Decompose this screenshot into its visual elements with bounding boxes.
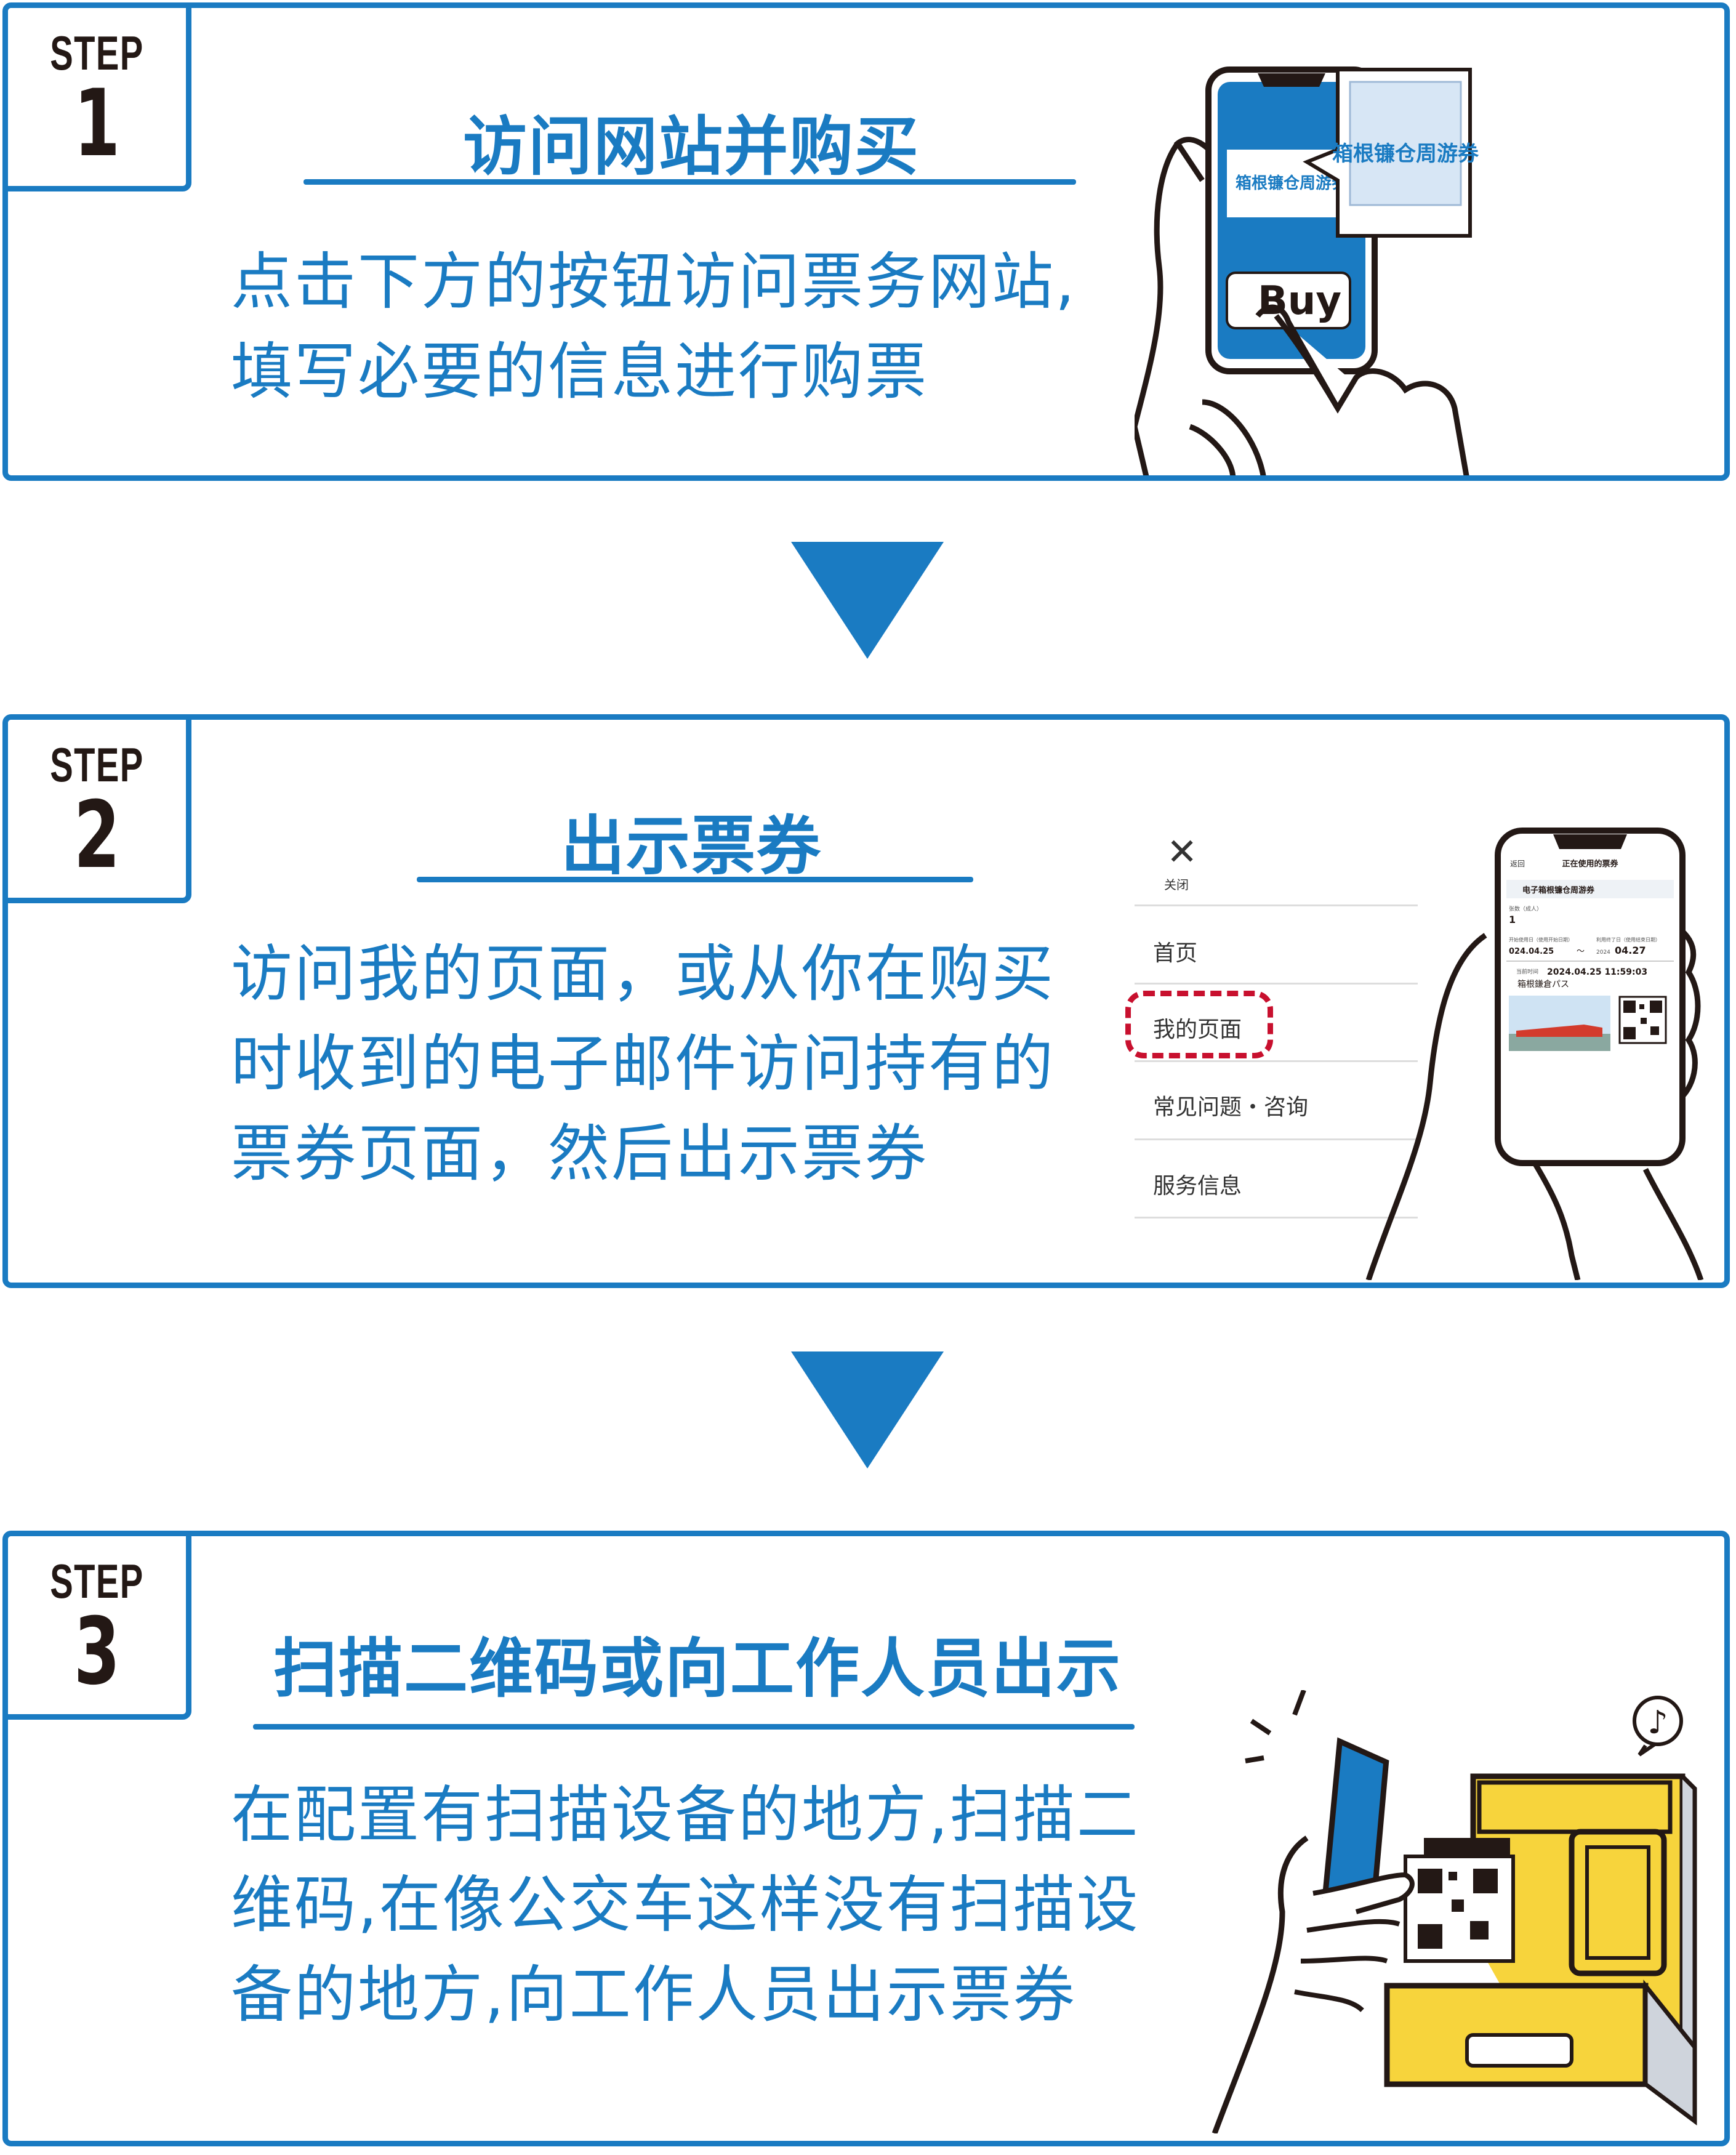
- step-label: STEP: [50, 1554, 144, 1608]
- end-date: 04.27: [1615, 945, 1646, 956]
- down-arrow-1: [791, 542, 944, 659]
- step-1-line-2: 填写必要的信息进行购票: [231, 336, 928, 408]
- step-2-line-2: 时收到的电子邮件访问持有的: [231, 1028, 1055, 1100]
- pass-name: 箱根鎌倉パス: [1517, 980, 1569, 989]
- step-2-title: 出示票券: [560, 808, 822, 884]
- step-1-badge: STEP 1: [8, 8, 191, 191]
- buy-button-label: Buy: [1258, 278, 1341, 324]
- step-1-line-1: 点击下方的按钮访问票务网站,: [231, 246, 1077, 318]
- back-link[interactable]: 返回: [1510, 860, 1525, 868]
- step-2-phone-illustration: 返回 正在使用的票券 电子箱根镰仓周游券 张数（成人） 1 开始使用日（使用开始…: [1365, 828, 1704, 1280]
- start-label: 开始使用日（使用开始日期）: [1509, 937, 1573, 943]
- music-note-icon: ♪: [1633, 1696, 1683, 1757]
- menu-item-service-info[interactable]: 服务信息: [1153, 1174, 1242, 1199]
- step-number: 3: [73, 1598, 121, 1706]
- step-label: STEP: [50, 26, 144, 80]
- close-icon[interactable]: ✕: [1167, 831, 1198, 874]
- my-page-highlight: [1125, 991, 1273, 1058]
- step-3-badge: STEP 3: [8, 1536, 191, 1720]
- step-3-scanner-illustration: ♪: [1212, 1690, 1697, 2133]
- step-2-line-3: 票券页面，然后出示票券: [231, 1118, 928, 1190]
- step-2-badge: STEP 2: [8, 720, 191, 903]
- down-arrow-2: [791, 1351, 944, 1468]
- end-label: 利用终了日（使用结束日期）: [1596, 937, 1660, 943]
- menu-item-faq[interactable]: 常见问题・咨询: [1153, 1095, 1309, 1120]
- step-3-line-3: 备的地方,向工作人员出示票券: [231, 1959, 1077, 2031]
- step-3-title: 扫描二维码或向工作人员出示: [273, 1631, 1122, 1706]
- step-1-phone-illustration: 箱根镰仓周游券 Buy 箱根镰仓周游券: [1135, 66, 1479, 475]
- close-label: 关闭: [1164, 877, 1189, 892]
- step-3-line-1: 在配置有扫描设备的地方,扫描二: [231, 1779, 1140, 1851]
- count-label: 张数（成人）: [1509, 905, 1542, 912]
- step-2-line-1: 访问我的页面，或从你在购买: [231, 938, 1055, 1010]
- menu-item-my-page[interactable]: 我的页面: [1153, 1017, 1242, 1042]
- step-2-title-underline: [417, 877, 973, 882]
- phone-header: 正在使用的票券: [1562, 859, 1618, 869]
- step-3-line-2: 维码,在像公交车这样没有扫描设: [231, 1869, 1140, 1941]
- count-value: 1: [1509, 914, 1516, 925]
- step-1-description: 点击下方的按钮访问票务网站, 填写必要的信息进行购票: [231, 237, 1077, 417]
- step-1-title-underline: [303, 179, 1076, 185]
- svg-text:♪: ♪: [1647, 1704, 1668, 1741]
- display-time: 2024.04.25 11:59:03: [1547, 967, 1647, 977]
- start-date: 024.04.25: [1509, 947, 1554, 956]
- step-3-title-underline: [253, 1724, 1135, 1730]
- step-3-description: 在配置有扫描设备的地方,扫描二 维码,在像公交车这样没有扫描设 备的地方,向工作…: [231, 1770, 1140, 2040]
- scan-qr-code: [1418, 1869, 1498, 1949]
- end-year: 2024: [1596, 949, 1610, 956]
- step-2-card: STEP 2 出示票券 访问我的页面，或从你在购买 时收到的电子邮件访问持有的 …: [2, 714, 1730, 1288]
- step-label: STEP: [50, 738, 144, 792]
- time-label: 当前时间: [1516, 968, 1538, 975]
- step-2-menu-illustration: ✕ 关闭 首页 我的页面 常见问题・咨询 服务信息: [1125, 831, 1418, 1274]
- date-tilde: 〜: [1577, 947, 1585, 956]
- popup-ticket-label: 箱根镰仓周游券: [1332, 142, 1479, 166]
- menu-item-home[interactable]: 首页: [1153, 941, 1198, 966]
- step-1-title: 访问网站并购买: [462, 109, 920, 184]
- phone-ticket-name: 电子箱根镰仓周游券: [1522, 885, 1595, 895]
- step-number: 1: [73, 70, 121, 177]
- step-3-card: STEP 3 扫描二维码或向工作人员出示 在配置有扫描设备的地方,扫描二 维码,…: [2, 1531, 1730, 2146]
- step-1-card: STEP 1 访问网站并购买 点击下方的按钮访问票务网站, 填写必要的信息进行购…: [2, 2, 1730, 481]
- step-number: 2: [73, 782, 121, 889]
- step-2-description: 访问我的页面，或从你在购买 时收到的电子邮件访问持有的 票券页面，然后出示票券: [231, 929, 1055, 1199]
